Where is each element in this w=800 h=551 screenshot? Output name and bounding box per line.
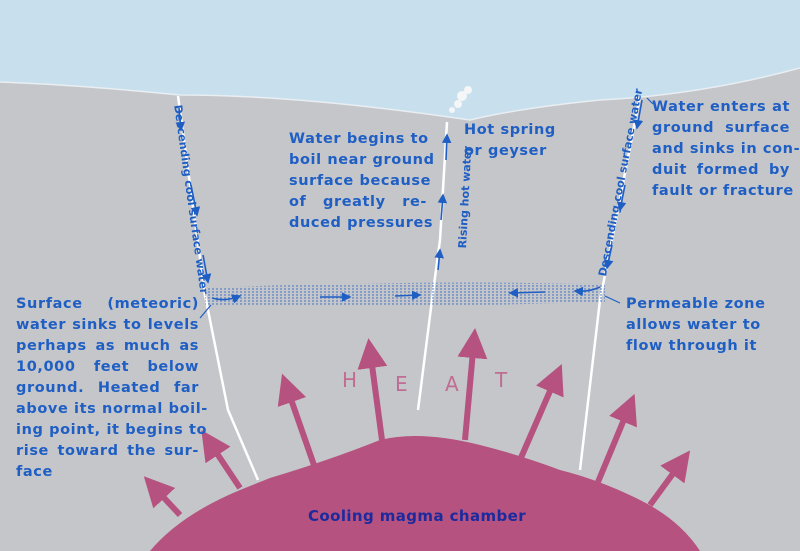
heat-arrows — [143, 328, 691, 518]
heat-letter-t: T — [495, 368, 510, 392]
ground-surface-line — [0, 67, 800, 121]
center-conduit — [416, 121, 449, 411]
heat-letter-h: H — [342, 368, 360, 392]
heat-letter-a: A — [445, 372, 461, 396]
permeable-zone — [205, 282, 605, 306]
steam-icon — [449, 86, 472, 113]
magma-chamber-label: Cooling magma chamber — [308, 507, 527, 525]
right-conduit — [578, 95, 642, 471]
flow-arrows — [175, 99, 644, 304]
sky — [0, 0, 800, 120]
left-conduit — [176, 95, 260, 481]
magma-chamber — [150, 436, 700, 551]
heat-letter-e: E — [395, 372, 410, 396]
leader-lines — [199, 97, 654, 319]
